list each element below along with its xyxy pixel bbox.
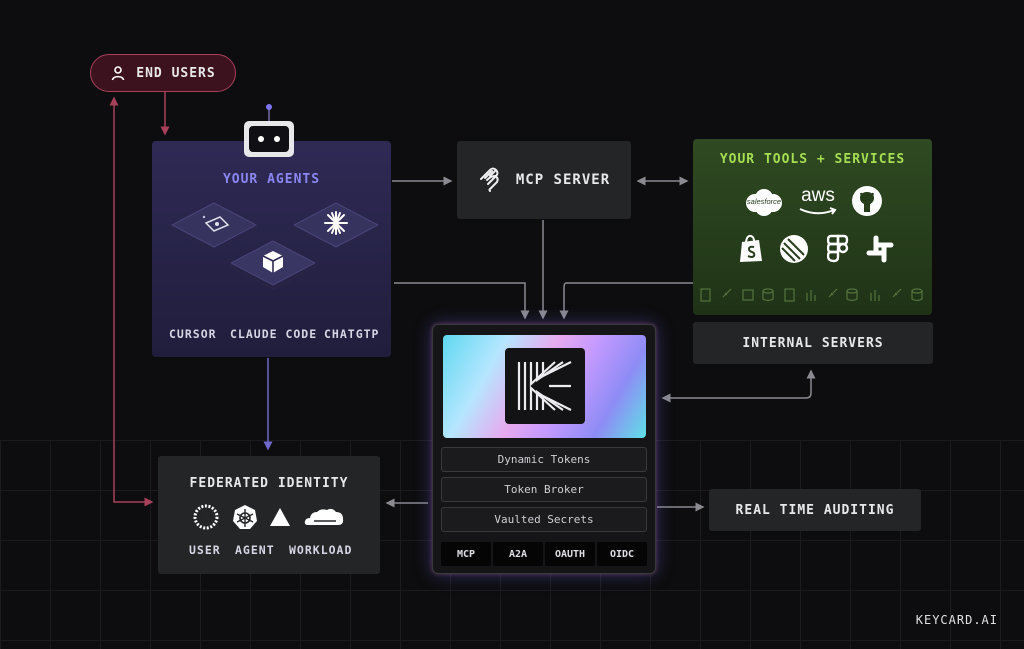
user-icon — [111, 66, 125, 81]
user-ring-icon — [193, 504, 219, 530]
agent-label-claude-code: CLAUDE CODE — [230, 327, 318, 341]
keycard-protocol-tabs: MCP A2A OAUTH OIDC — [441, 542, 647, 566]
mcp-server-label: MCP SERVER — [515, 172, 611, 188]
chatgpt-tile — [292, 202, 380, 252]
agents-panel: YOUR AGENTS CURSOR CLAUDE CODE CHATGTP — [152, 141, 391, 357]
keycard-row-dynamic-tokens: Dynamic Tokens — [441, 447, 647, 472]
slack-icon — [866, 235, 894, 263]
end-users-node: END USERS — [90, 54, 236, 92]
brand-label: KEYCARD.AI — [915, 613, 998, 627]
federated-label-user: USER — [189, 543, 221, 557]
keycard-row-token-broker: Token Broker — [441, 477, 647, 502]
realtime-auditing-label: REAL TIME AUDITING — [735, 502, 895, 518]
end-users-label: END USERS — [136, 65, 216, 81]
figma-icon — [827, 234, 849, 263]
mcp-icon — [479, 167, 499, 192]
protocol-oidc: OIDC — [597, 542, 647, 566]
resource-icons-row — [700, 288, 923, 302]
federated-label-agent: AGENT — [235, 543, 275, 557]
cloudflare-icon — [304, 508, 344, 525]
tools-panel: YOUR TOOLS + SERVICES salesforce aws — [693, 139, 932, 315]
robot-antenna-tip — [266, 104, 272, 110]
claude-code-tile — [229, 240, 317, 290]
tools-title: YOUR TOOLS + SERVICES — [719, 152, 906, 167]
robot-antenna — [268, 109, 270, 122]
salesforce-icon: salesforce — [742, 187, 786, 217]
workload-triangle-icon — [270, 508, 290, 526]
cursor-icon — [202, 215, 230, 232]
protocol-oauth: OAUTH — [545, 542, 595, 566]
internal-servers-node: INTERNAL SERVERS — [693, 322, 933, 364]
agent-label-chatgpt: CHATGTP — [324, 327, 380, 341]
federated-label-workload: WORKLOAD — [289, 543, 353, 557]
robot-icon — [244, 121, 294, 157]
agent-label-cursor: CURSOR — [169, 327, 217, 341]
keycard-logo-icon — [505, 348, 585, 424]
internal-servers-label: INTERNAL SERVERS — [742, 335, 884, 351]
realtime-auditing-node: REAL TIME AUDITING — [709, 489, 921, 531]
federated-identity-node: FEDERATED IDENTITY USER AGENT WORKLOAD — [158, 456, 380, 574]
github-icon — [852, 186, 882, 216]
agents-title: YOUR AGENTS — [222, 172, 321, 187]
protocol-mcp: MCP — [441, 542, 491, 566]
aws-text: aws — [801, 185, 835, 206]
linear-icon — [780, 235, 808, 263]
kubernetes-icon — [233, 505, 257, 529]
salesforce-text: salesforce — [746, 197, 782, 206]
keycard-row-vaulted-secrets: Vaulted Secrets — [441, 507, 647, 532]
protocol-a2a: A2A — [493, 542, 543, 566]
mcp-server-node: MCP SERVER — [457, 141, 631, 219]
chatgpt-icon — [324, 211, 348, 235]
cursor-tile — [170, 202, 258, 252]
aws-icon: aws — [797, 185, 839, 217]
claude-code-icon — [262, 251, 284, 273]
federated-identity-title: FEDERATED IDENTITY — [189, 476, 349, 491]
shopify-icon — [740, 234, 762, 262]
